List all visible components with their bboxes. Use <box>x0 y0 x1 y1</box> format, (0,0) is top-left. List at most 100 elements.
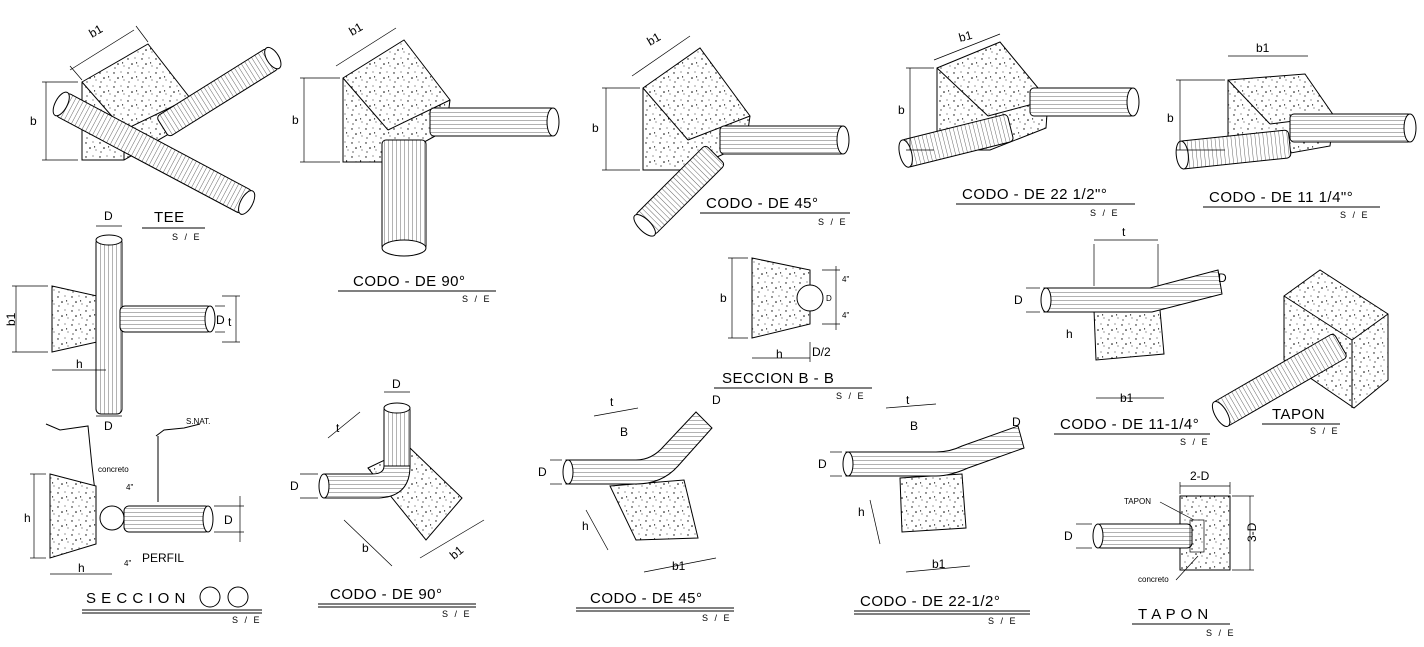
dim-b1-90top: b1 <box>347 20 366 39</box>
detail-seccion: h h D 4" 4" S.NAT. concreto PERFIL S E C… <box>24 417 262 625</box>
dim-t-plan: t <box>228 315 232 329</box>
detail-codo-90-bot: D D t b b1 CODO - DE 90° S / E <box>290 377 485 619</box>
section-marker-circle <box>227 586 249 608</box>
title-tapon: T A P O N <box>1138 606 1209 623</box>
title-tee: TEE <box>154 209 185 226</box>
dim-b1-22bot: b1 <box>932 557 946 571</box>
scale-codo-22-bot: S / E <box>988 616 1018 626</box>
scale-codo-22-top: S / E <box>1090 208 1120 218</box>
dim-b1-22top: b1 <box>957 28 974 45</box>
scale-tee: S / E <box>172 232 202 242</box>
note-snat: S.NAT. <box>186 417 210 426</box>
note-tapon: TAPON <box>1124 497 1151 506</box>
title-codo-45-bot: CODO - DE 45° <box>590 590 703 607</box>
dim-dhalf-bb: D/2 <box>812 345 831 359</box>
dim-d-11mid: D <box>1014 293 1023 307</box>
dim-h-seccion-bot: h <box>78 561 85 575</box>
dim-h-45bot: h <box>582 519 589 533</box>
scale-seccion: S / E <box>232 615 262 625</box>
dim-b-45top: b <box>592 121 599 135</box>
detail-codo-22-bot: t B D D h b1 CODO - DE 22-1/2° S / E <box>818 393 1030 626</box>
title-seccion-bb: SECCION B - B <box>722 370 834 387</box>
detail-codo-22-top: b b1 CODO - DE 22 1/2"° S / E <box>898 28 1140 218</box>
scale-codo-11-mid: S / E <box>1180 437 1210 447</box>
title-codo-11-mid: CODO - DE 11-1/4° <box>1060 416 1199 433</box>
detail-tapon: 2-D 3-D D TAPON concreto T A P O N S / E <box>1064 469 1259 638</box>
dim-d-bb: D <box>826 294 832 303</box>
scale-codo-11-top: S / E <box>1340 210 1370 220</box>
detail-codo-11-top: b b1 CODO - DE 11 1/4"° S / E <box>1167 41 1417 220</box>
dim-t-22bot: t <box>906 393 910 407</box>
dim-d2-45bot: D <box>712 393 721 407</box>
title-codo-45-top: CODO - DE 45° <box>706 195 819 212</box>
dim-four-bot-bb: 4" <box>842 311 849 320</box>
title-codo-90-bot: CODO - DE 90° <box>330 586 443 603</box>
scale-codo-45-bot: S / E <box>702 613 732 623</box>
title-codo-22-bot: CODO - DE 22-1/2° <box>860 593 1000 610</box>
dim-d-top: D <box>104 209 113 223</box>
dim-b1-45bot: b1 <box>672 559 686 573</box>
title-codo-90-top: CODO - DE 90° <box>353 273 466 290</box>
dim-b1-11mid: b1 <box>1120 391 1134 405</box>
note-perfil: PERFIL <box>142 551 184 565</box>
note-concreto-tapon: concreto <box>1138 575 1169 584</box>
scale-tapon-iso: S / E <box>1310 426 1340 436</box>
dim-four-bot-seccion: 4" <box>124 559 131 568</box>
dim-b1-11top: b1 <box>1256 41 1270 55</box>
dim-b-90bot: b <box>362 541 369 555</box>
dim-h-11mid: h <box>1066 327 1073 341</box>
dim-d-90bot-left: D <box>290 479 299 493</box>
detail-codo-45-top: b b1 CODO - DE 45° S / E <box>592 30 850 237</box>
scale-codo-45-top: S / E <box>818 217 848 227</box>
dim-t-11mid: t <box>1122 225 1126 239</box>
dim-b-22top: b <box>898 103 905 117</box>
dim-b-90top: b <box>292 113 299 127</box>
title-codo-11-top: CODO - DE 11 1/4"° <box>1209 189 1353 206</box>
dim-d-tapon: D <box>1064 529 1073 543</box>
detail-seccion-bb: b h D/2 4" 4" D SECCION B - B S / E <box>714 257 872 401</box>
dim-t-90bot: t <box>336 421 340 435</box>
dim-four-top-seccion: 4" <box>126 483 133 492</box>
dim-h-seccion-left: h <box>24 511 31 525</box>
title-tapon-iso: TAPON <box>1272 406 1325 423</box>
dim-d-bot: D <box>104 419 113 433</box>
scale-seccion-bb: S / E <box>836 391 866 401</box>
scale-codo-90-top: S / E <box>462 294 492 304</box>
detail-codo-45-bot: t B D D h b1 CODO - DE 45° S / E <box>538 393 734 623</box>
dim-b1-plan: b1 <box>4 312 18 326</box>
dim-d-45bot: D <box>538 465 547 479</box>
scale-codo-90-bot: S / E <box>442 609 472 619</box>
dim-d-right: D <box>216 313 225 327</box>
dim-h-22bot: h <box>858 505 865 519</box>
dim-b: b <box>30 114 37 128</box>
dim-d-seccion: D <box>224 513 233 527</box>
dim-b1: b1 <box>87 22 106 41</box>
section-marker-circle <box>199 586 221 608</box>
title-codo-22-top: CODO - DE 22 1/2"° <box>962 186 1107 203</box>
note-concreto-seccion: concreto <box>98 465 129 474</box>
dim-d-90bot-top: D <box>392 377 401 391</box>
dim-b1-45top: b1 <box>645 30 664 49</box>
dim-b-11top: b <box>1167 111 1174 125</box>
dim-d2-11mid: D <box>1218 271 1227 285</box>
dim-d-22bot: D <box>818 457 827 471</box>
detail-tee: b b1 TEE S / E <box>30 22 282 242</box>
dim-d2-22bot: D <box>1012 415 1021 429</box>
dim-b-45bot: B <box>620 425 628 439</box>
dim-h-bb: h <box>776 347 783 361</box>
title-seccion: S E C C I O N <box>86 590 186 607</box>
dim-3d: 3-D <box>1245 522 1259 542</box>
dim-four-top-bb: 4" <box>842 275 849 284</box>
detail-codo-11-mid: t D D h b1 CODO - DE 11-1/4° S / E <box>1014 225 1227 447</box>
scale-tapon: S / E <box>1206 628 1236 638</box>
dim-b-bb: b <box>720 291 727 305</box>
dim-b1-90bot: b1 <box>447 543 466 563</box>
detail-codo-90-top: b b1 CODO - DE 90° S / E <box>292 20 560 304</box>
dim-h-plan: h <box>76 357 83 371</box>
detail-tapon-iso: TAPON S / E <box>1211 269 1389 436</box>
dim-b-22bot: B <box>910 419 918 433</box>
detail-tee-plan: D D b1 D t h <box>4 209 240 433</box>
dim-2d: 2-D <box>1190 469 1210 483</box>
dim-t-45bot: t <box>610 395 614 409</box>
